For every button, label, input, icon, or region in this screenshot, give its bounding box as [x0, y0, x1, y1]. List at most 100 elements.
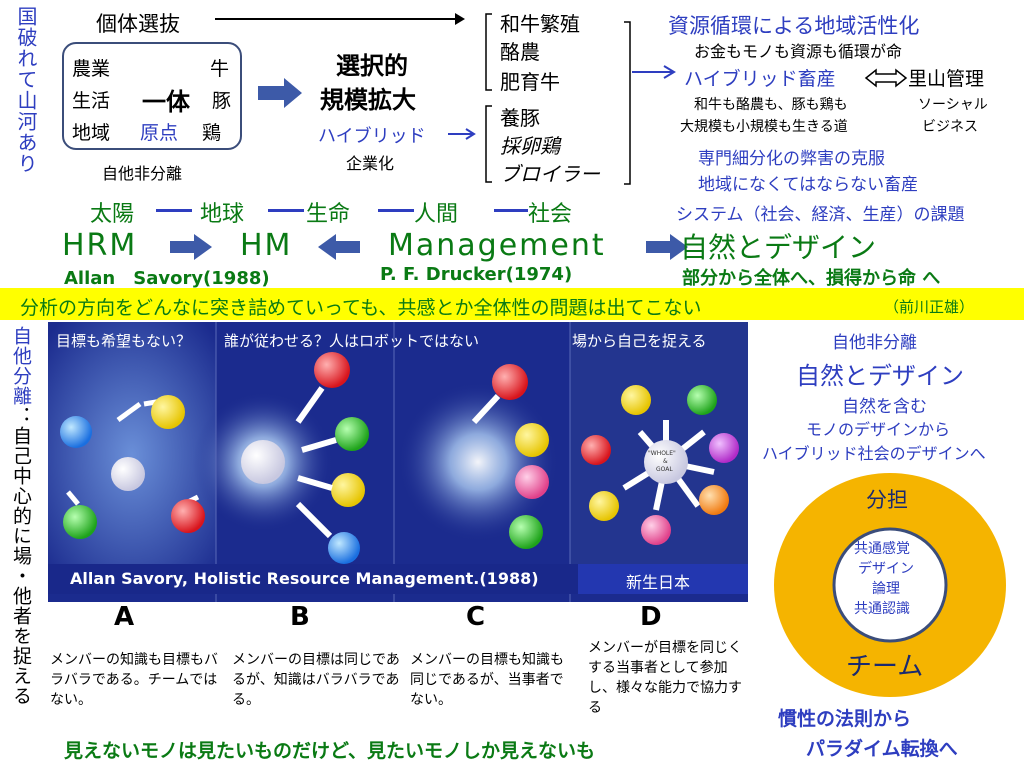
chain-sun: 太陽	[90, 202, 135, 227]
right-include-nature: 自然を含む	[842, 397, 927, 417]
list-b-3: ブロイラー	[500, 162, 600, 186]
list-brackets	[485, 13, 631, 185]
inertia-1: 慣性の法則から	[778, 708, 912, 730]
satoyama: 里山管理	[908, 68, 985, 90]
holistic-panel: 目標も希望もない？ 誰が従わせる？人はロボットではない 場から自己を捉える "W…	[48, 322, 748, 602]
list-a-3: 肥育牛	[500, 70, 560, 94]
goal-label-2: &	[663, 458, 668, 465]
chain-dash-1	[156, 209, 192, 212]
vertical-note-label: 自他分離	[10, 326, 32, 406]
banner-author: （前川正雄）	[884, 298, 975, 316]
list-a-1: 和牛繁殖	[500, 12, 580, 36]
hrm-to-hm-arrow	[170, 234, 212, 260]
banner-quote: 分析の方向をどんなに突き詰めていっても、共感とか全体性の問題は出てこない	[20, 297, 702, 319]
panel-d-title: 場から自己を捉える	[572, 332, 707, 350]
description-d: メンバーが目標を同じくする当事者として参加し、様々な能力で協力する	[588, 640, 742, 716]
ring-inner-2: デザイン	[858, 561, 914, 577]
corporate-label: 企業化	[346, 154, 395, 173]
resource-cycle-title: 資源循環による地域活性化	[668, 14, 920, 38]
panel-b-title: 誰が従わせる？人はロボットではない	[224, 332, 480, 350]
social-1: ソーシャル	[918, 97, 988, 113]
block-arrow-right	[258, 78, 302, 108]
panel-d-balls	[581, 385, 739, 545]
ring-inner-1: 共通感覚	[854, 541, 910, 557]
goal-label-3: GOAL	[656, 466, 673, 473]
farm-row-2-right: 豚	[212, 90, 232, 112]
chain-dash-3	[378, 209, 414, 212]
letter-a: A	[114, 602, 135, 632]
ring-role: 分担	[866, 488, 908, 512]
vertical-title: 国破れて山河あり	[14, 6, 38, 174]
hrm-label: HRM	[62, 228, 138, 263]
farm-row-2-left: 生活	[72, 90, 111, 112]
farm-row-2-mid: 一体	[142, 88, 190, 116]
system-issues: システム（社会、経済、生産）の課題	[676, 205, 965, 225]
chain-life: 生命	[306, 202, 351, 227]
chain-dash-2	[268, 209, 304, 212]
right-non-separation: 自他非分離	[832, 333, 917, 353]
description-c: メンバーの目標も知識も同じであるが、当事者でない。	[410, 652, 564, 708]
quote-banner: 分析の方向をどんなに突き詰めていっても、共感とか全体性の問題は出てこない （前川…	[0, 288, 1024, 320]
hybrid-label: ハイブリッド	[318, 126, 426, 147]
ring-inner-3: 論理	[872, 581, 900, 597]
farm-row-3-mid: 原点	[140, 122, 179, 144]
list-to-hybrid-arrow	[632, 65, 676, 79]
letter-d: D	[640, 602, 662, 632]
management-to-hm-arrow	[318, 234, 360, 260]
caption-d-bar: 新生日本	[578, 564, 748, 594]
description-b: メンバーの目標は同じであるが、知識はバラバラである。	[232, 652, 400, 708]
right-line-2: 大規模も小規模も生きる道	[680, 119, 848, 135]
hm-label: HM	[240, 228, 293, 263]
chain-human: 人間	[414, 202, 459, 227]
self-other-non-separation: 自他非分離	[102, 164, 183, 183]
selective-2: 規模拡大	[320, 86, 416, 114]
double-arrow-icon	[864, 68, 908, 88]
panel-b-balls	[241, 352, 369, 564]
description-a: メンバーの知識も目標もバラバラである。チームではない。	[50, 652, 218, 708]
social-2: ビジネス	[922, 119, 978, 135]
part-to-whole: 部分から全体へ、損得から命 へ	[682, 268, 941, 289]
goal-label-1: "WHOLE"	[648, 450, 676, 457]
chain-dash-4	[494, 209, 528, 212]
chain-earth: 地球	[200, 202, 245, 227]
list-a-2: 酪農	[500, 40, 540, 64]
design-label: 自然とデザイン	[680, 231, 877, 264]
letter-c: C	[466, 602, 486, 632]
ring-team: チーム	[846, 652, 924, 682]
farm-row-3-right: 鶏	[202, 122, 222, 144]
savory-ref: Allan Savory(1988)	[64, 268, 270, 289]
panel-a-balls	[60, 395, 205, 539]
right-from-things: モノのデザインから	[806, 420, 951, 439]
right-blue-2: 地域になくてはならない畜産	[698, 175, 919, 195]
panel-c-balls	[471, 364, 549, 549]
vertical-note: 自他分離：自己中心的に場・他者を捉える	[8, 326, 34, 706]
individual-selection: 個体選抜	[96, 12, 180, 36]
farm-row-3-left: 地域	[72, 122, 111, 144]
hybrid-arrow	[448, 128, 476, 140]
right-line-1: 和牛も酪農も、豚も鶏も	[694, 97, 848, 113]
panel-a-title: 目標も希望もない？	[56, 332, 192, 350]
ring-shape	[774, 473, 1006, 697]
right-blue-1: 専門細分化の弊害の克服	[698, 149, 885, 169]
farm-box	[62, 42, 242, 150]
right-to-hybrid: ハイブリッド社会のデザインへ	[762, 444, 986, 463]
panel-art	[48, 322, 748, 602]
farm-row-1-right: 牛	[210, 58, 230, 80]
list-b-2: 採卵鶏	[500, 134, 560, 158]
savory-caption: Allan Savory, Holistic Resource Manageme…	[70, 569, 539, 588]
drucker-ref: P. F. Drucker(1974)	[380, 264, 573, 285]
farm-row-1-left: 農業	[72, 58, 111, 80]
list-b-1: 養豚	[500, 106, 540, 130]
vertical-note-text: ：自己中心的に場・他者を捉える	[10, 406, 32, 706]
new-japan-caption: 新生日本	[626, 573, 691, 592]
hybrid-farming: ハイブリッド畜産	[684, 68, 836, 90]
ring-inner-4: 共通認識	[854, 601, 910, 617]
management-to-design-arrow	[646, 234, 688, 260]
inertia-2: パラダイム転換へ	[806, 738, 958, 760]
management-label: Management	[388, 228, 606, 263]
right-nature-design: 自然とデザイン	[796, 362, 964, 390]
caption-bar: Allan Savory, Holistic Resource Manageme…	[48, 564, 578, 594]
arrow-to-list	[215, 13, 465, 25]
letter-b: B	[290, 602, 310, 632]
selective-1: 選択的	[336, 52, 408, 80]
